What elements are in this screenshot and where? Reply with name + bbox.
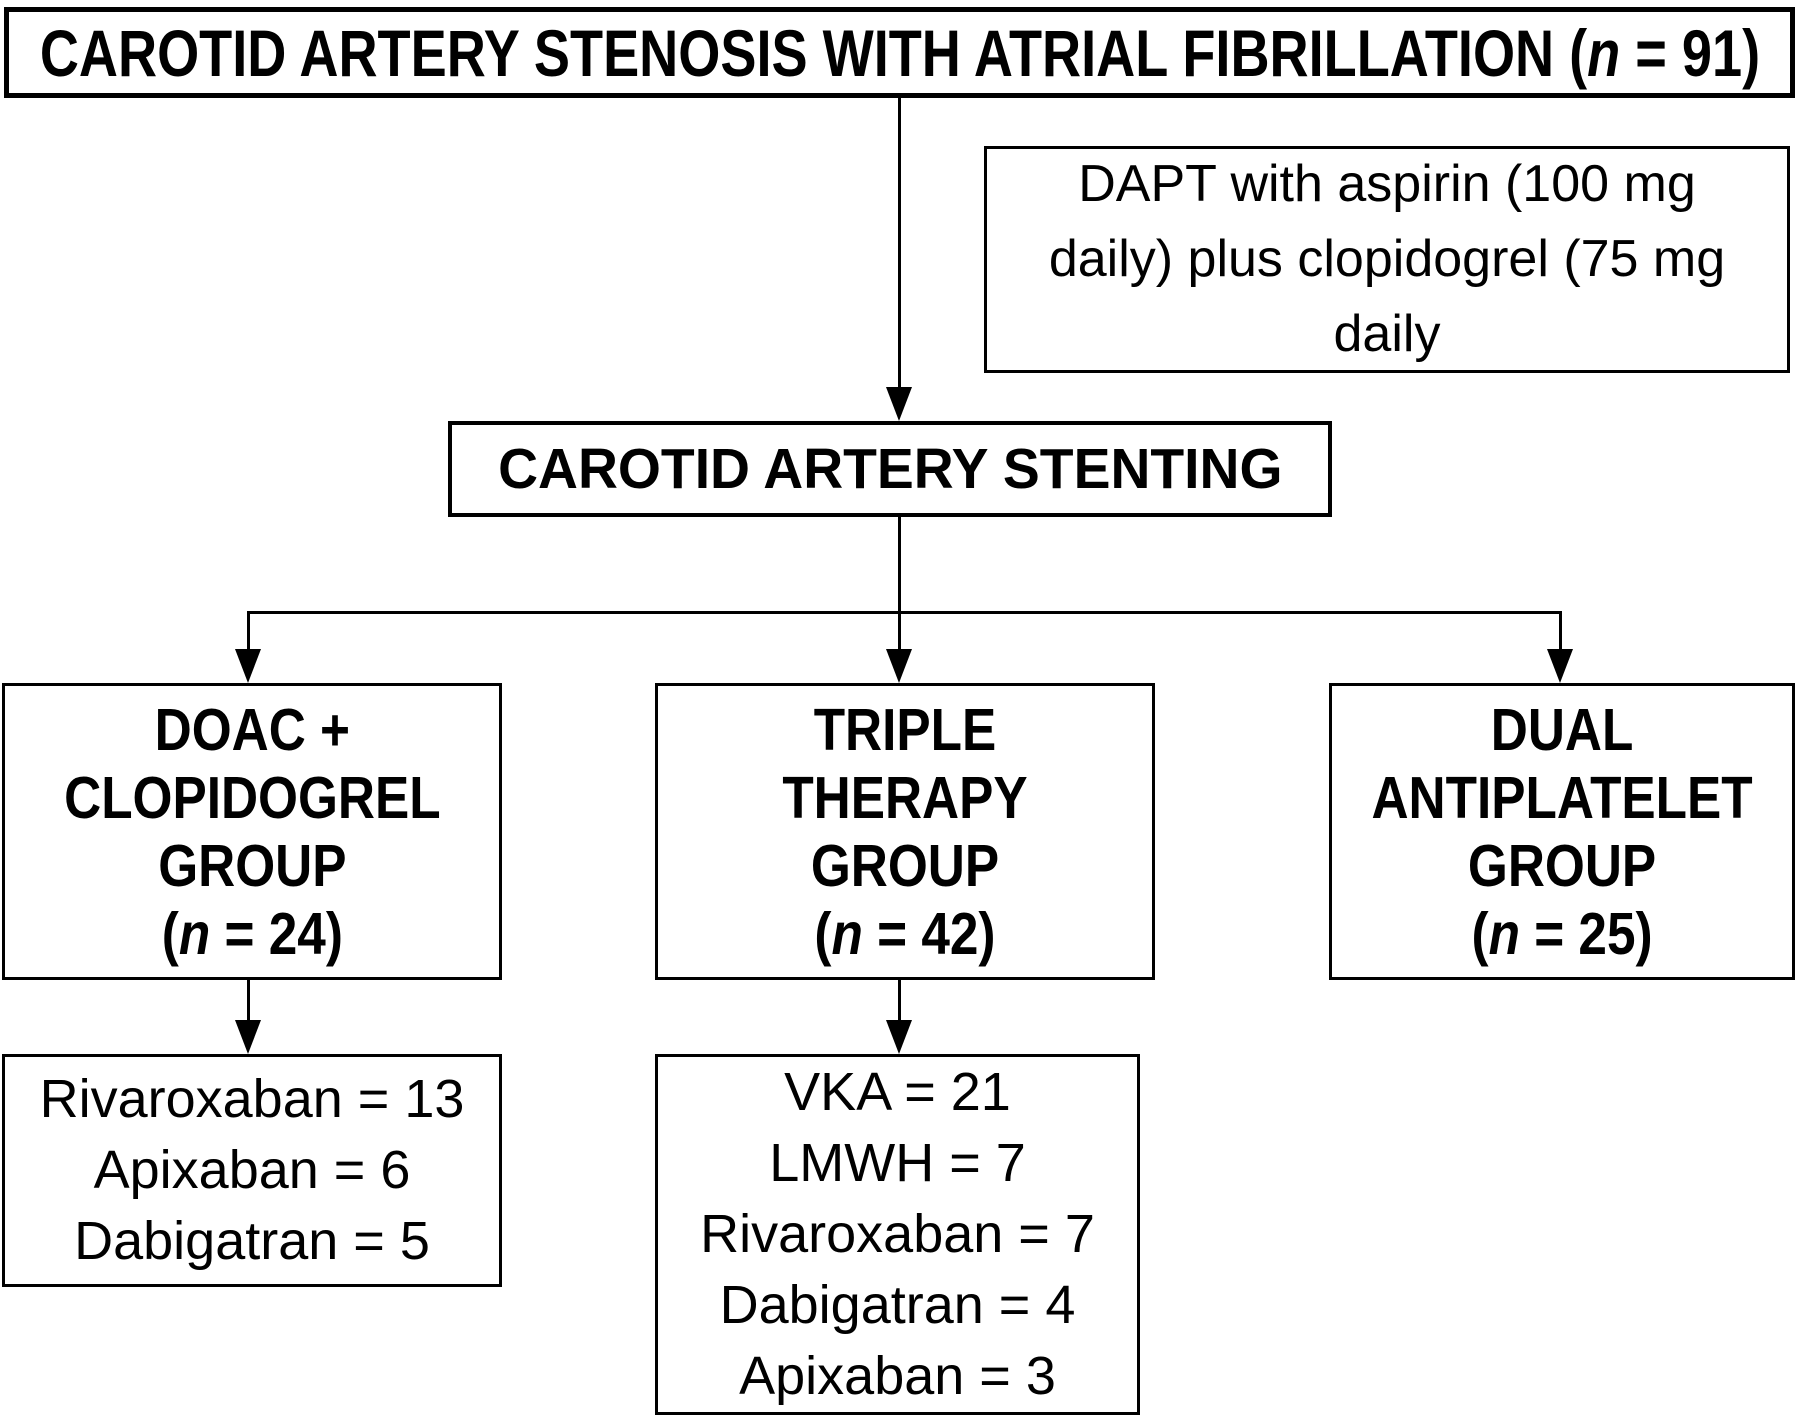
regimen-line: VKA = 21 — [784, 1062, 1011, 1122]
population-label-prefix: CAROTID ARTERY STENOSIS WITH ATRIAL FIBR… — [39, 15, 1587, 90]
regimen-line: Apixaban = 3 — [739, 1346, 1056, 1406]
dapt-line: daily — [1333, 305, 1441, 363]
connector-doac-group-to-breakdown — [247, 980, 250, 1023]
dapt-box: DAPT with aspirin (100 mg daily) plus cl… — [984, 146, 1790, 373]
group-title-line: TRIPLE — [813, 696, 997, 763]
stenting-box: CAROTID ARTERY STENTING — [448, 421, 1332, 517]
connector-branch-to-doac-group — [247, 611, 250, 652]
group-n-label: (n = 24) — [161, 900, 343, 967]
group-title-line: GROUP — [810, 832, 1000, 899]
doac-regimen-breakdown-box: Rivaroxaban = 13 Apixaban = 6 Dabigatran… — [2, 1054, 502, 1287]
group-n-label: (n = 25) — [1471, 900, 1653, 967]
dapt-line: DAPT with aspirin (100 mg — [1078, 155, 1696, 213]
arrowhead-to-doac-group — [235, 649, 261, 683]
arrowhead-to-triple-group — [886, 649, 912, 683]
population-box: CAROTID ARTERY STENOSIS WITH ATRIAL FIBR… — [4, 7, 1795, 98]
regimen-line: Rivaroxaban = 13 — [39, 1069, 465, 1129]
connector-branch-to-dual-group — [1559, 611, 1562, 652]
group-title-line: GROUP — [1467, 832, 1657, 899]
group-n-label: (n = 42) — [814, 900, 996, 967]
triple-group-label: TRIPLE THERAPY GROUP (n = 42) — [782, 696, 1027, 968]
branch-bar — [247, 611, 1561, 614]
triple-therapy-group-box: TRIPLE THERAPY GROUP (n = 42) — [655, 683, 1155, 980]
arrowhead-to-triple-breakdown — [886, 1020, 912, 1054]
group-title-line: THERAPY — [782, 764, 1028, 831]
regimen-line: Dabigatran = 5 — [74, 1211, 430, 1271]
regimen-line: Apixaban = 6 — [93, 1140, 411, 1200]
connector-stenting-to-branch — [898, 517, 901, 613]
connector-population-to-stenting — [898, 97, 901, 388]
dual-antiplatelet-group-box: DUAL ANTIPLATELET GROUP (n = 25) — [1329, 683, 1795, 980]
group-title-line: CLOPIDOGREL — [63, 764, 441, 831]
regimen-line: Dabigatran = 4 — [719, 1275, 1076, 1335]
population-n-symbol: n — [1586, 15, 1620, 90]
stenting-label: CAROTID ARTERY STENTING — [497, 437, 1283, 501]
group-n-symbol: n — [1488, 900, 1520, 967]
population-label-suffix: = 91) — [1619, 15, 1760, 90]
arrowhead-to-stenting — [886, 387, 912, 421]
group-title-line: ANTIPLATELET — [1371, 764, 1753, 831]
group-title-line: GROUP — [157, 832, 347, 899]
dapt-line: daily) plus clopidogrel (75 mg — [1048, 230, 1726, 288]
group-n-symbol: n — [178, 900, 210, 967]
arrowhead-to-dual-group — [1547, 649, 1573, 683]
connector-triple-group-to-breakdown — [898, 980, 901, 1023]
triple-regimen-breakdown-box: VKA = 21 LMWH = 7 Rivaroxaban = 7 Dabiga… — [655, 1054, 1140, 1415]
doac-group-label: DOAC + CLOPIDOGREL GROUP (n = 24) — [64, 696, 440, 968]
dual-group-label: DUAL ANTIPLATELET GROUP (n = 25) — [1371, 696, 1752, 968]
arrowhead-to-doac-breakdown — [235, 1020, 261, 1054]
doac-clopidogrel-group-box: DOAC + CLOPIDOGREL GROUP (n = 24) — [2, 683, 502, 980]
population-label: CAROTID ARTERY STENOSIS WITH ATRIAL FIBR… — [39, 15, 1759, 91]
group-n-symbol: n — [831, 900, 863, 967]
regimen-line: Rivaroxaban = 7 — [700, 1204, 1095, 1264]
group-title-line: DUAL — [1490, 696, 1634, 763]
group-title-line: DOAC + — [154, 696, 350, 763]
regimen-line: LMWH = 7 — [769, 1133, 1026, 1193]
connector-branch-to-triple-group — [898, 611, 901, 652]
